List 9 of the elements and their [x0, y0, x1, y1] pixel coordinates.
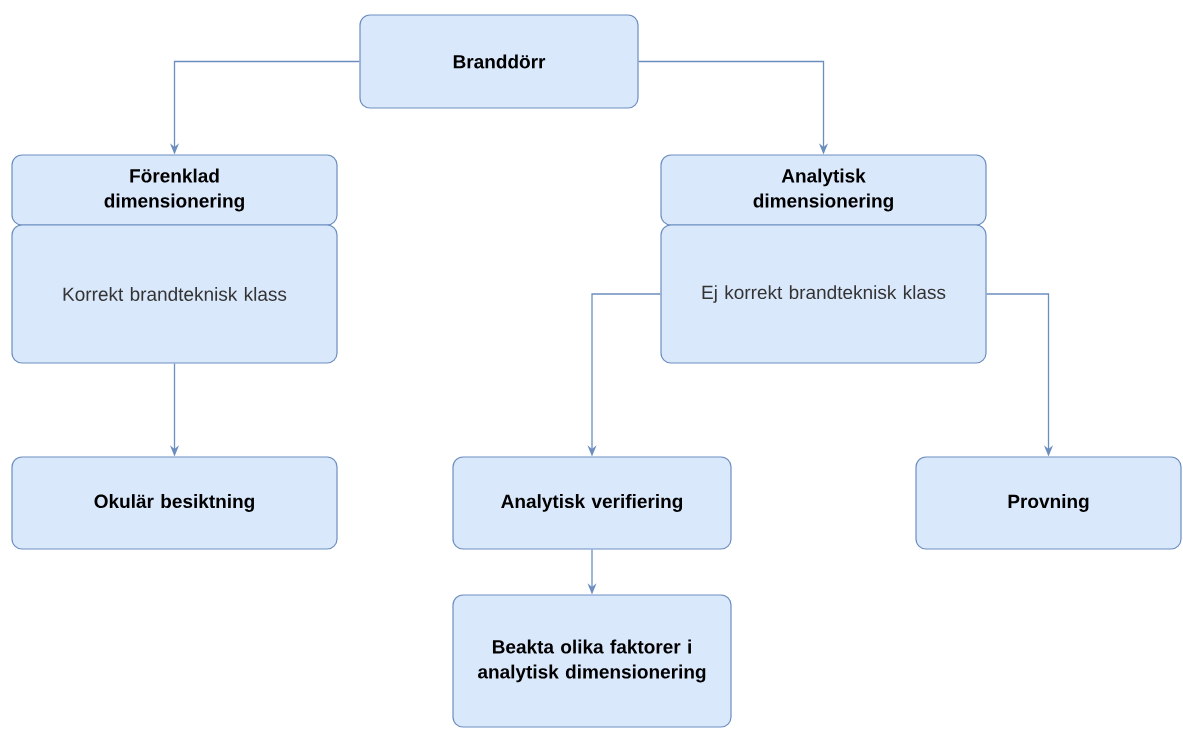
process-box: Korrekt brandteknisk klass	[11, 224, 338, 364]
process-box: Branddörr	[359, 14, 639, 109]
process-box: Provning	[915, 456, 1182, 550]
heading-box: Analytisk dimensionering	[660, 154, 987, 226]
process-box: Analytisk verifiering	[452, 456, 732, 550]
process-box: Ej korrekt brandteknisk klass	[660, 224, 987, 364]
process-box: Beakta olika faktorer i analytisk dimensionering	[452, 594, 732, 728]
process-box: Okulär besiktning	[11, 456, 338, 550]
heading-box: Förenklad dimensionering	[11, 154, 338, 226]
